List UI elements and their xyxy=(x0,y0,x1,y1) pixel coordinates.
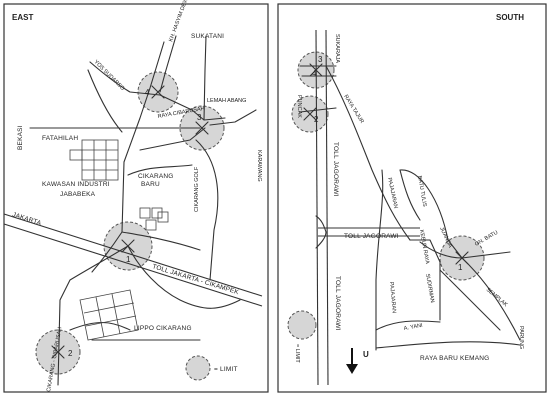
jababeka-blocks xyxy=(69,139,119,181)
label-cikarang-golf: CIKARANG GOLF xyxy=(194,166,200,212)
road xyxy=(203,35,207,121)
crossing-marker xyxy=(121,239,135,253)
south-panel: SOUTH 3 4 2 1 xyxy=(277,3,547,393)
east-panel: EAST xyxy=(3,0,269,393)
south-title: SOUTH xyxy=(496,13,524,22)
road xyxy=(121,41,165,233)
road xyxy=(439,269,501,331)
marker-1: 1 xyxy=(458,263,463,272)
toll-jagorawi-edge xyxy=(325,29,329,386)
limit-legend-circle xyxy=(185,355,211,381)
lippo-blocks xyxy=(79,289,139,341)
north-arrow: U xyxy=(346,348,369,374)
road xyxy=(89,61,226,121)
east-panel-frame xyxy=(3,3,269,393)
toll-road-edge xyxy=(3,223,263,307)
label-sukaraja: SUKARAJA xyxy=(334,34,340,63)
road xyxy=(127,164,193,176)
label-puncak: PUNCAK xyxy=(296,95,302,118)
label-lippo-cikarang: LIPPO CIKARANG xyxy=(134,325,192,332)
label-toll-jagorawi-east: TOLL JAGORAWI xyxy=(344,233,399,240)
label-toll-jagorawi-north: TOLL JAGORAWI xyxy=(332,142,339,197)
toll-jagorawi-edge xyxy=(315,29,319,386)
label-toll-jagorawi-south: TOLL JAGORAWI xyxy=(334,276,341,331)
toll-road-edge xyxy=(3,213,263,297)
label-jababeka: JABABEKA xyxy=(60,191,96,198)
marker-2: 2 xyxy=(314,115,319,124)
label-a-yani: A. YANI xyxy=(403,323,423,332)
crossing-marker xyxy=(309,63,323,77)
road-raya-baru-kemang xyxy=(375,341,521,349)
label-kebun-raya: KEBUN RAYA xyxy=(418,229,430,264)
label-lemah-abang: LEMAH ABANG xyxy=(207,98,246,104)
road xyxy=(195,139,219,281)
arrow-down-icon xyxy=(346,364,358,374)
label-batu-tulis: BATU TULIS xyxy=(416,175,427,207)
east-title: EAST xyxy=(12,13,33,22)
label-cikarang: CIKARANG xyxy=(138,173,174,180)
label-pajajaran-south: PAJAJARAN xyxy=(388,282,397,314)
limit-legend-label: = LIMIT xyxy=(294,344,300,363)
crossing-marker xyxy=(51,345,65,359)
crossing-marker xyxy=(195,121,209,135)
road-pajajaran xyxy=(375,169,384,351)
label-karawang: KARAWANG xyxy=(256,150,262,182)
marker-4: 4 xyxy=(312,69,317,78)
road-a-yani xyxy=(375,320,441,331)
road-raya-tajur xyxy=(325,65,411,241)
road xyxy=(159,35,177,93)
road xyxy=(127,245,241,309)
label-fatahilah: FATAHILAH xyxy=(42,135,78,142)
road xyxy=(121,231,201,251)
label-bekasi: BEKASI xyxy=(17,125,24,150)
road xyxy=(299,107,337,113)
limit-legend-label: = LIMIT xyxy=(214,366,238,373)
label-sukatani: SUKATANI xyxy=(191,33,224,40)
crossing-marker xyxy=(151,85,165,99)
road xyxy=(209,109,257,126)
marker-3: 3 xyxy=(318,55,323,64)
cikarang-baru-blocks xyxy=(139,207,169,231)
crossing-marker xyxy=(455,251,469,265)
marker-3: 3 xyxy=(197,113,202,122)
marker-2: 2 xyxy=(68,349,73,358)
marker-1: 1 xyxy=(126,255,131,264)
label-sudirman: SUDIRMAN xyxy=(424,273,435,303)
label-kawasan-industri: KAWASAN INDUSTRI xyxy=(42,181,110,188)
road xyxy=(399,169,421,221)
road xyxy=(139,127,206,151)
marker-4: 4 xyxy=(145,88,150,97)
interchange xyxy=(315,215,327,249)
road-sudirman xyxy=(409,239,441,321)
crossing-marker xyxy=(303,107,317,121)
label-parung: PARUNG xyxy=(518,326,524,349)
label-baru: BARU xyxy=(141,181,160,188)
north-arrow-label: U xyxy=(363,350,369,359)
road-batu-tulis xyxy=(399,169,463,259)
label-raya-baru-kemang: RAYA BARU KEMANG xyxy=(420,355,489,362)
limit-legend-circle xyxy=(287,310,317,340)
